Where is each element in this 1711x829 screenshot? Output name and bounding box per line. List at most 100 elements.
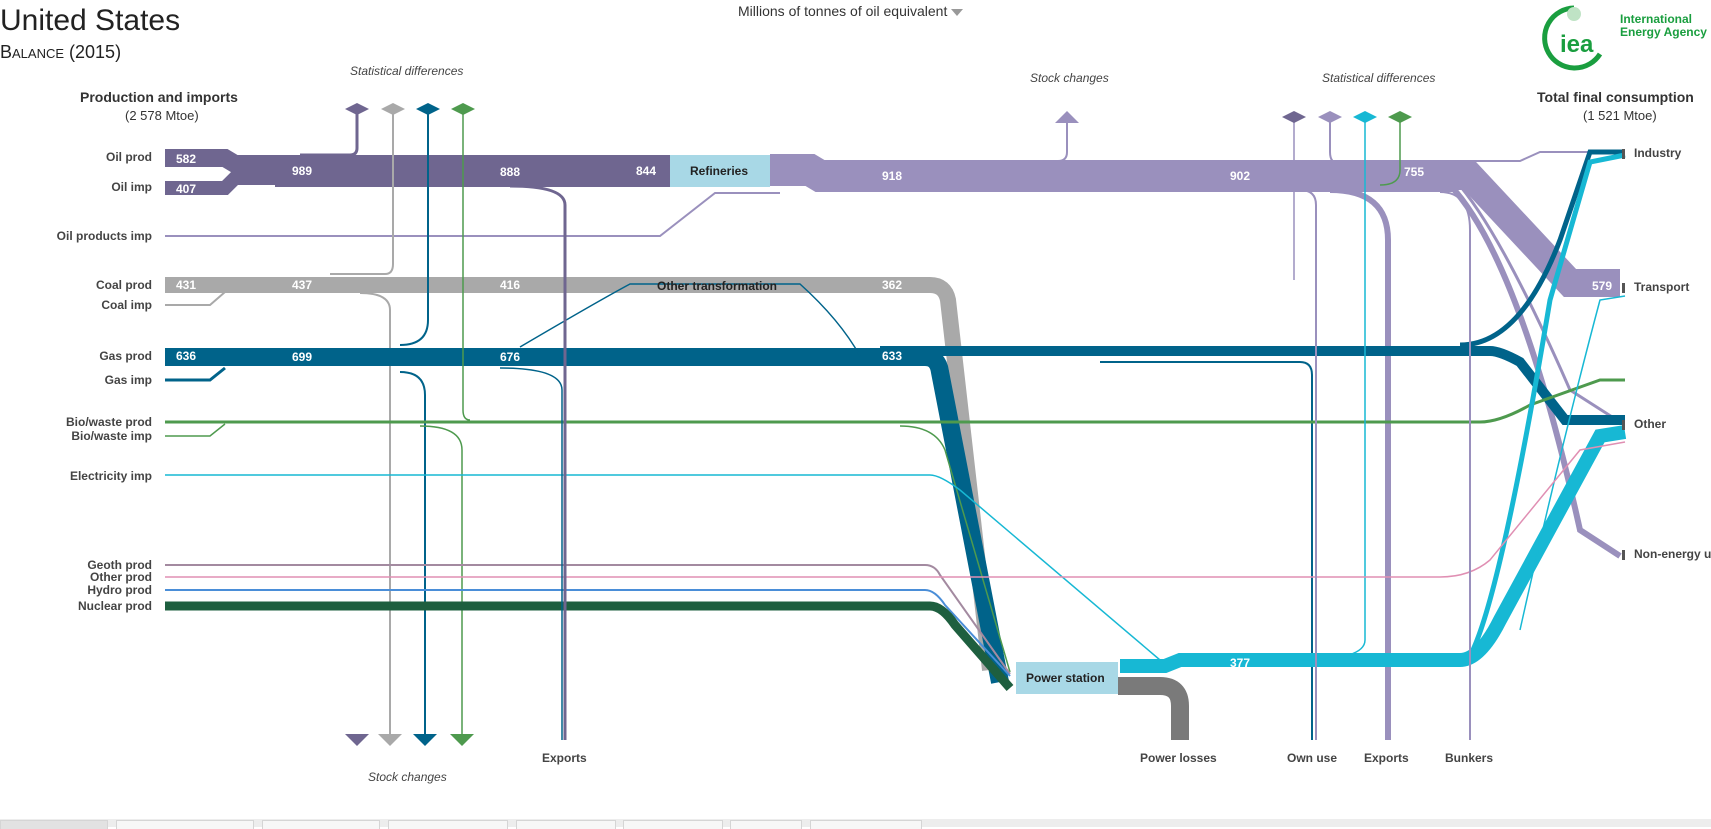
tab-item[interactable] xyxy=(623,820,723,829)
flow-coal-statdiff[interactable] xyxy=(330,112,394,275)
source-label: Coal imp xyxy=(101,298,152,312)
node-refineries[interactable] xyxy=(670,155,770,187)
flow-electricity-exports[interactable] xyxy=(1299,112,1366,661)
flow-power-losses[interactable] xyxy=(1118,677,1189,740)
arrow-up-marker[interactable] xyxy=(1055,111,1079,123)
flow-gas-statdiff[interactable] xyxy=(399,112,429,346)
flow-electricity-out[interactable] xyxy=(1120,425,1627,673)
flow-oil-prod[interactable] xyxy=(165,149,280,173)
flow-oil-bunkers[interactable] xyxy=(1439,191,1471,740)
label-exports-right: Exports xyxy=(1364,751,1409,765)
flow-gas-imp[interactable] xyxy=(165,366,226,382)
flow-oil-to-other[interactable] xyxy=(1453,178,1621,424)
flow-gas[interactable] xyxy=(165,348,1009,684)
flow-oil-statdiff-right[interactable] xyxy=(1329,117,1341,165)
flow-gas-own-use[interactable] xyxy=(1100,361,1313,740)
tab-item[interactable] xyxy=(0,820,108,829)
value-oilprod-902: 902 xyxy=(1230,169,1250,183)
tab-item[interactable] xyxy=(516,820,616,829)
logo-icon: iea xyxy=(1542,5,1603,71)
flow-oil-products[interactable] xyxy=(770,154,1455,192)
value-oilprod-755: 755 xyxy=(1404,165,1424,179)
label-own-use: Own use xyxy=(1287,751,1337,765)
node-refineries-label: Refineries xyxy=(690,164,748,178)
arrow-down-marker[interactable] xyxy=(378,734,402,746)
tab-bar xyxy=(0,819,1711,829)
flow-oil-imp[interactable] xyxy=(165,171,280,195)
flow-electricity-to-transport[interactable] xyxy=(1519,295,1626,631)
flow-bio-stock-changes[interactable] xyxy=(419,425,463,740)
flow-bio-to-power[interactable] xyxy=(899,425,1011,673)
label-bunkers: Bunkers xyxy=(1445,751,1493,765)
diamond-marker[interactable] xyxy=(416,103,440,115)
flow-hydro[interactable] xyxy=(165,589,1011,677)
flow-other-transformation[interactable] xyxy=(519,283,861,357)
flow-nuclear[interactable] xyxy=(165,601,1014,691)
flow-oil-exports[interactable] xyxy=(1329,187,1391,740)
diamond-marker[interactable] xyxy=(381,103,405,115)
flow-bio[interactable] xyxy=(165,378,1625,424)
flow-gas-to-industry[interactable] xyxy=(1459,149,1625,348)
sink-label: Non-energy u xyxy=(1634,547,1711,561)
note-stat-diff-left: Statistical differences xyxy=(350,64,463,78)
tab-item[interactable] xyxy=(262,820,380,829)
flow-gas-stock-changes[interactable] xyxy=(399,371,426,740)
sink-label: Other xyxy=(1634,417,1666,431)
sink-label: Transport xyxy=(1634,280,1689,294)
logo-mark: iea xyxy=(1560,31,1594,58)
flow-oil-own-use[interactable] xyxy=(1260,189,1317,740)
diamond-marker[interactable] xyxy=(1282,111,1306,123)
left-total: (2 578 Mtoe) xyxy=(125,108,199,123)
value-gas-636: 636 xyxy=(176,349,196,363)
flow-geoth[interactable] xyxy=(165,564,1011,675)
arrow-down-marker[interactable] xyxy=(413,734,437,746)
flow-exports-left-gas[interactable] xyxy=(499,367,563,740)
value-coal-416: 416 xyxy=(500,278,520,292)
source-label: Oil prod xyxy=(106,150,152,164)
flow-electricity-imp[interactable] xyxy=(165,474,1161,661)
tab-item[interactable] xyxy=(810,820,922,829)
node-power-station[interactable] xyxy=(1016,662,1118,694)
flow-oil-to-industry[interactable] xyxy=(1350,151,1625,162)
arrow-down-marker[interactable] xyxy=(345,734,369,746)
flow-oil-to-transport[interactable] xyxy=(1455,162,1620,297)
tab-item[interactable] xyxy=(388,820,508,829)
value-elec-377: 377 xyxy=(1230,656,1250,670)
value-coal-431: 431 xyxy=(176,278,196,292)
source-label: Other prod xyxy=(90,570,152,584)
diamond-marker[interactable] xyxy=(1353,111,1377,123)
source-label: Bio/waste prod xyxy=(66,415,152,429)
diamond-marker[interactable] xyxy=(451,103,475,115)
source-label: Nuclear prod xyxy=(78,599,152,613)
flow-coal-stock-changes[interactable] xyxy=(359,292,391,740)
value-oil-844: 844 xyxy=(636,164,656,178)
label-power-losses: Power losses xyxy=(1140,751,1217,765)
arrow-down-marker[interactable] xyxy=(450,734,474,746)
flow-exports-left[interactable] xyxy=(509,184,567,740)
tab-item[interactable] xyxy=(730,820,802,829)
diamond-marker[interactable] xyxy=(345,103,369,115)
source-label: Oil imp xyxy=(111,180,152,194)
flow-coal-imp[interactable] xyxy=(165,291,226,306)
page-title: United States xyxy=(0,4,181,37)
flow-oil-products-imp[interactable] xyxy=(165,192,780,237)
diamond-marker[interactable] xyxy=(1318,111,1342,123)
units-dropdown[interactable]: Millions of tonnes of oil equivalent xyxy=(738,3,964,19)
flow-electricity-to-industry[interactable] xyxy=(1467,152,1626,658)
flow-oil-stock-changes[interactable] xyxy=(880,120,1068,162)
right-total: (1 521 Mtoe) xyxy=(1583,108,1657,123)
source-label: Bio/waste imp xyxy=(71,429,152,443)
flow-bio-statdiff[interactable] xyxy=(462,112,471,421)
value-oil-imp: 407 xyxy=(176,182,196,196)
flow-bio-imp[interactable] xyxy=(165,423,226,437)
tab-item[interactable] xyxy=(116,820,254,829)
flow-green-statdiff[interactable] xyxy=(1379,117,1401,186)
flow-oil-statdiff[interactable] xyxy=(300,112,359,157)
flow-coal[interactable] xyxy=(165,277,998,671)
flow-gas-main[interactable] xyxy=(880,346,1625,425)
flow-other-prod[interactable] xyxy=(165,441,1626,578)
diamond-marker[interactable] xyxy=(1388,111,1412,123)
